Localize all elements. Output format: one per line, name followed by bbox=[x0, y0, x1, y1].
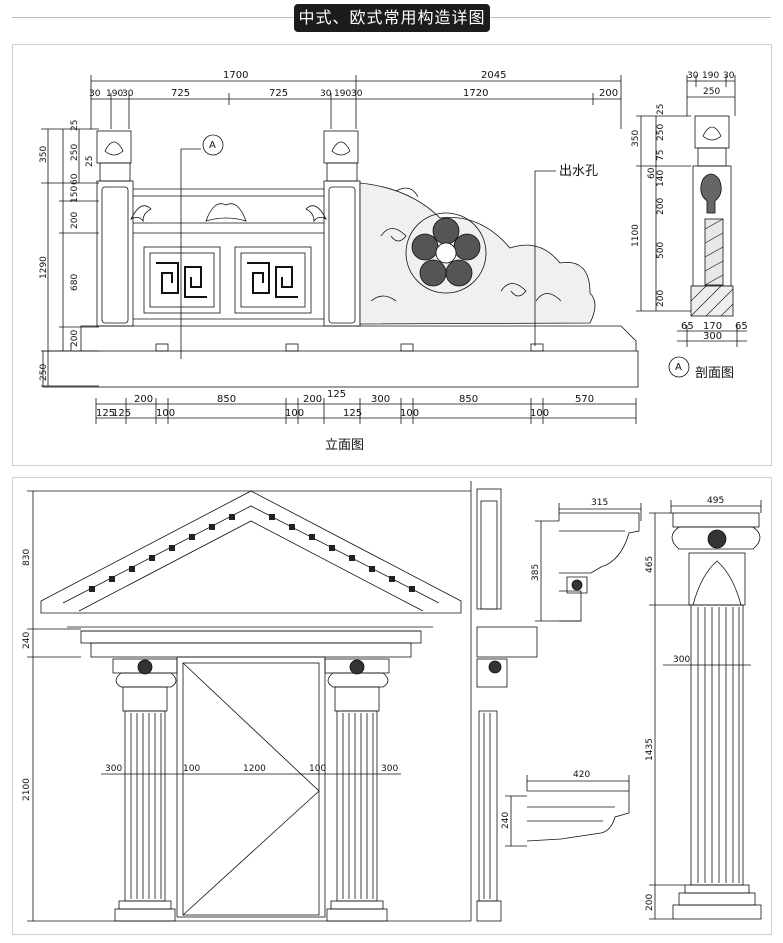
dim-text: 500 bbox=[656, 242, 666, 259]
dim-text: 190 bbox=[702, 71, 719, 81]
dim-text: 1290 bbox=[39, 256, 49, 279]
dim-text: 125 bbox=[112, 408, 131, 419]
elevation-label: 立面图 bbox=[325, 438, 364, 453]
dim-text: 65 bbox=[735, 321, 748, 332]
dim-text: 60 bbox=[647, 167, 657, 179]
dim-text: 100 bbox=[183, 764, 200, 774]
dim-text: 100 bbox=[400, 408, 419, 419]
dim-text: 2100 bbox=[22, 778, 32, 801]
dim-text: 315 bbox=[591, 498, 608, 508]
title-rule-left bbox=[12, 17, 294, 18]
section-marker-a-2: A bbox=[675, 362, 682, 373]
dim-text: 570 bbox=[575, 394, 594, 405]
dim-text: 300 bbox=[673, 655, 690, 665]
dim-text: 300 bbox=[105, 764, 122, 774]
dim-text: 100 bbox=[309, 764, 326, 774]
dim-text: 100 bbox=[285, 408, 304, 419]
panel-chinese-railing: 1700 2045 30 190 30 725 725 30 190 30 17… bbox=[12, 44, 772, 466]
dim-text: 140 bbox=[656, 170, 666, 187]
dim-text: 1720 bbox=[463, 88, 488, 99]
dim-text: 200 bbox=[70, 330, 80, 347]
dim-text: 850 bbox=[217, 394, 236, 405]
dim-text: 250 bbox=[703, 87, 720, 97]
dim-text: 350 bbox=[39, 146, 49, 163]
dim-text: 1700 bbox=[223, 70, 248, 81]
dim-text: 1435 bbox=[645, 738, 655, 761]
dim-text: 100 bbox=[530, 408, 549, 419]
dim-text: 65 bbox=[681, 321, 694, 332]
dim-text: 250 bbox=[39, 364, 49, 381]
dim-text: 30 bbox=[320, 89, 332, 99]
dim-text: 190 bbox=[334, 89, 351, 99]
dim-text: 30 bbox=[89, 89, 101, 99]
dim-text: 125 bbox=[327, 389, 346, 400]
outlet-label: 出水孔 bbox=[559, 164, 598, 179]
dim-text: 200 bbox=[599, 88, 618, 99]
dim-text: 1200 bbox=[243, 764, 266, 774]
dim-text: 350 bbox=[631, 130, 641, 147]
dim-text: 30 bbox=[687, 71, 699, 81]
dim-text: 75 bbox=[656, 150, 666, 161]
dim-text: 725 bbox=[269, 88, 288, 99]
dim-text: 680 bbox=[70, 274, 80, 291]
dim-text: 200 bbox=[134, 394, 153, 405]
dim-text: 25 bbox=[70, 120, 80, 131]
title-rule-right bbox=[490, 17, 771, 18]
dim-text: 30 bbox=[723, 71, 735, 81]
dim-text: 420 bbox=[573, 770, 590, 780]
dim-text: 30 bbox=[351, 89, 363, 99]
dim-text: 150 bbox=[70, 186, 80, 203]
dim-text: 200 bbox=[656, 290, 666, 307]
dim-text: 250 bbox=[656, 124, 666, 141]
dim-text: 190 bbox=[106, 89, 123, 99]
dim-text: 30 bbox=[122, 89, 134, 99]
dim-text: 495 bbox=[707, 496, 724, 506]
dim-text: 300 bbox=[381, 764, 398, 774]
dim-text: 850 bbox=[459, 394, 478, 405]
dim-text: 125 bbox=[343, 408, 362, 419]
dim-text: 200 bbox=[645, 894, 655, 911]
railing-drawing: 1700 2045 30 190 30 725 725 30 190 30 17… bbox=[39, 70, 748, 453]
dim-text: 300 bbox=[371, 394, 390, 405]
dim-text: 200 bbox=[70, 212, 80, 229]
dim-text: 385 bbox=[531, 564, 541, 581]
dim-text: 200 bbox=[303, 394, 322, 405]
dim-text: 240 bbox=[22, 632, 32, 649]
section-marker-a: A bbox=[209, 140, 216, 151]
dim-text: 1100 bbox=[631, 224, 641, 247]
dim-text: 170 bbox=[703, 321, 722, 332]
dim-text: 100 bbox=[156, 408, 175, 419]
section-label: 剖面图 bbox=[695, 366, 734, 381]
page-title: 中式、欧式常用构造详图 bbox=[294, 4, 490, 32]
dim-text: 465 bbox=[645, 556, 655, 573]
dim-text: 250 bbox=[70, 144, 80, 161]
portico-drawing: 830 240 2100 300 100 1200 100 300 315 38… bbox=[22, 481, 762, 922]
dim-text: 25 bbox=[656, 104, 666, 115]
dim-text: 125 bbox=[96, 408, 115, 419]
dim-text: 2045 bbox=[481, 70, 506, 81]
panel-european-portico: 830 240 2100 300 100 1200 100 300 315 38… bbox=[12, 477, 772, 935]
dim-text: 830 bbox=[22, 549, 32, 566]
dim-text: 300 bbox=[703, 331, 722, 342]
dim-text: 200 bbox=[656, 198, 666, 215]
dim-text: 240 bbox=[501, 812, 511, 829]
dim-text: 60 bbox=[70, 173, 80, 185]
dim-text: 25 bbox=[85, 156, 95, 167]
dim-text: 725 bbox=[171, 88, 190, 99]
